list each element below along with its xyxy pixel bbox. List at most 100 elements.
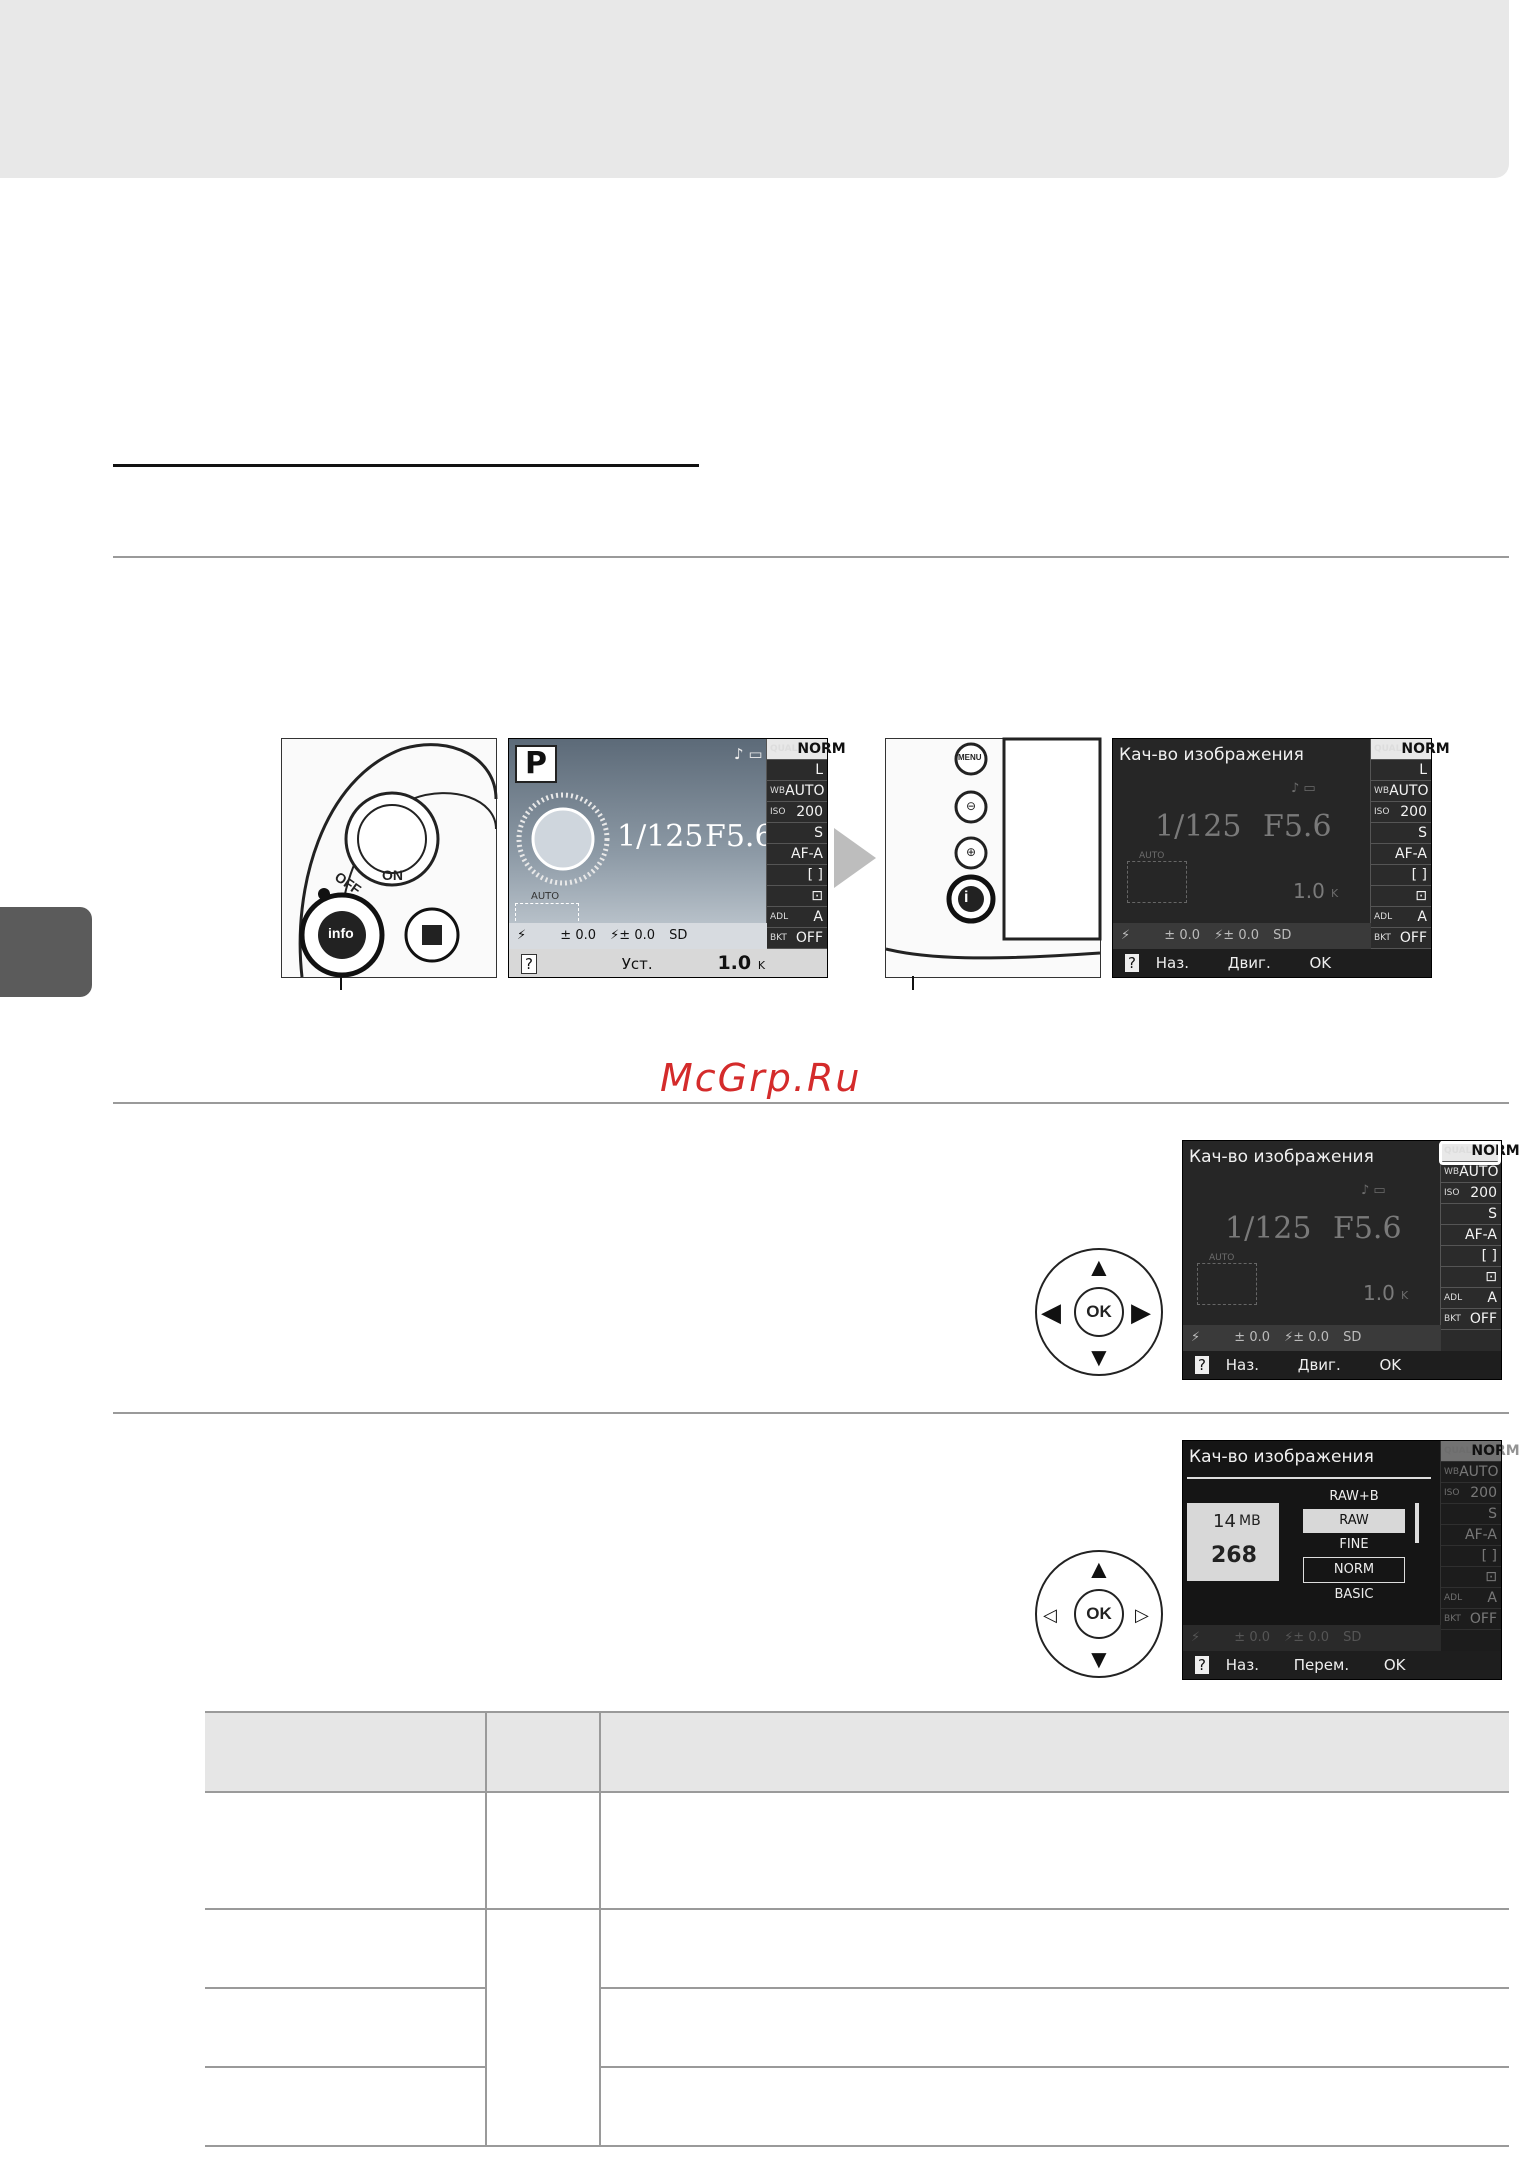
info-button[interactable]: info [328, 925, 354, 941]
lcd-panel-value: 200 [796, 804, 823, 820]
menu-title: Кач-во изображения [1189, 1447, 1374, 1467]
shutter-speed: 1/125 [1155, 809, 1242, 844]
lcd-quality-main-area: Кач-во изображения ♪ ▭ 1/125 F5.6 AUTO 1… [1113, 739, 1371, 949]
step-2-divider [113, 1102, 1509, 1104]
ok-hint: OK [1309, 954, 1332, 972]
lcd-panel-value: S [1488, 1506, 1497, 1522]
file-size-unit: MB [1239, 1513, 1261, 1529]
lcd-panel-value: AF-A [1465, 1227, 1497, 1243]
lcd-panel-value: ⊡ [1485, 1269, 1497, 1285]
battery-icon: ♪ ▭ [1361, 1183, 1386, 1198]
quality-option-item[interactable]: NORM [1303, 1557, 1405, 1583]
quality-option-item[interactable]: BASIC [1334, 1587, 1374, 1602]
lcd-panel-value: AUTO [785, 783, 825, 799]
lcd-panel-row: S [1441, 1204, 1501, 1225]
table-cell [205, 1908, 487, 1989]
af-area-auto-label: AUTO [1139, 851, 1165, 861]
lcd-panel-label: WB [1444, 1467, 1460, 1477]
lcd-panel-label: QUAL [770, 744, 798, 754]
lcd-panel-value: OFF [1469, 1311, 1497, 1327]
exposure-comp-value: 0.0 [1249, 1630, 1271, 1645]
lcd-panel-label: BKT [770, 933, 787, 943]
lcd-panel-value: A [813, 909, 823, 925]
chapter-side-tab [0, 907, 92, 997]
lcd-panel-label: QUAL [1374, 744, 1402, 754]
help-icon: ? [521, 954, 537, 974]
help-icon: ? [1125, 954, 1139, 972]
file-size-box: 14 MB 268 [1187, 1503, 1279, 1581]
lcd-panel-label: ISO [1374, 807, 1390, 817]
selector-left-arrow-icon: ◀ [1041, 1297, 1061, 1327]
remaining-exposures: 1.0 [1363, 1281, 1395, 1305]
step-1-divider [113, 556, 1509, 558]
lcd-options-main-area: Кач-во изображения 14 MB 268 RAW+B RAW FIN… [1183, 1441, 1441, 1651]
shutter-speed: 1/125 [617, 819, 704, 854]
remaining-exposures: 1.0 [1293, 879, 1325, 903]
lcd-panel-row: ⊡ [1441, 1267, 1501, 1288]
ok-button[interactable]: OK [1074, 1589, 1124, 1639]
move-hint: Перем. [1293, 1656, 1350, 1674]
menu-button[interactable]: MENU [958, 753, 982, 762]
lcd-panel-row: [ ] [767, 865, 827, 886]
flash-comp-icon: ⚡± [610, 928, 631, 943]
lcd-panel-value: AUTO [1459, 1464, 1499, 1480]
table-cell [205, 1791, 487, 1910]
lcd-panel-label: BKT [1444, 1614, 1461, 1624]
lcd-panel-row: AF-A [1441, 1525, 1501, 1546]
picture-control-value: SD [1343, 1630, 1362, 1645]
lcd-panel-value: NORM [1401, 741, 1450, 757]
exposure-comp-value: 0.0 [575, 928, 597, 943]
lcd-panel-value: AF-A [791, 846, 823, 862]
selector-up-arrow-icon: ▲ [1086, 1554, 1112, 1584]
flash-comp-icon: ⚡± [1214, 928, 1235, 943]
back-hint: Наз. [1155, 954, 1189, 972]
info-edit-button-icon[interactable]: i [964, 889, 969, 906]
title-underline [1187, 1477, 1431, 1479]
lcd-panel-value: L [1419, 762, 1427, 778]
lcd-panel-value: AUTO [1459, 1164, 1499, 1180]
remaining-unit: K [1401, 1289, 1409, 1302]
quality-option-item[interactable]: RAW [1303, 1509, 1405, 1533]
menu-title: Кач-во изображения [1119, 745, 1304, 765]
quality-option-item[interactable]: RAW+B [1329, 1489, 1379, 1504]
table-cell [600, 1791, 1509, 1910]
flash-comp-value: 0.0 [1238, 928, 1260, 943]
lcd-panel-value: S [1418, 825, 1427, 841]
table-row [205, 1908, 1509, 2147]
lcd-panel-value: L [815, 762, 823, 778]
camera-dial-drawing [298, 743, 498, 978]
picture-control-value: SD [1273, 928, 1292, 943]
menu-title: Кач-во изображения [1189, 1147, 1374, 1167]
lcd-quality-footer: ? Наз. Двиг. OK [1113, 949, 1431, 977]
flash-comp-icon: ⚡± [1284, 1630, 1305, 1645]
flash-icon: ⚡ [1121, 928, 1131, 943]
lcd-panel-label: ISO [1444, 1188, 1460, 1198]
move-hint: Двиг. [1227, 954, 1271, 972]
table-cell [486, 1908, 601, 2147]
selector-down-arrow-icon: ▼ [1086, 1342, 1112, 1372]
lcd-panel-row: [ ] [1441, 1546, 1501, 1567]
lcd-panel-value: NORM [797, 741, 846, 757]
lcd-highlight-main-area: Кач-во изображения ♪ ▭ 1/125 F5.6 AUTO 1… [1183, 1141, 1441, 1351]
multi-selector-up-down: ▲ ▼ ◁ ▷ OK [1035, 1550, 1163, 1678]
zoom-out-button-icon[interactable]: ⊖ [966, 799, 977, 813]
quality-option-item[interactable]: FINE [1339, 1537, 1369, 1552]
ok-button[interactable]: OK [1074, 1287, 1124, 1337]
info-edit-callout-line [912, 976, 914, 990]
selector-down-arrow-icon: ▼ [1086, 1644, 1112, 1674]
list-scrollbar[interactable] [1415, 1503, 1419, 1543]
flash-comp-value: 0.0 [1308, 1630, 1330, 1645]
selector-right-arrow-icon: ▶ [1131, 1297, 1151, 1327]
flash-comp-icon: ⚡± [1284, 1330, 1305, 1345]
table-cell [205, 2066, 487, 2147]
flash-comp-value: 0.0 [634, 928, 656, 943]
zoom-in-button-icon[interactable]: ⊕ [966, 845, 977, 859]
lcd-quality-selection-display: Кач-во изображения ♪ ▭ 1/125 F5.6 AUTO 1… [1112, 738, 1450, 978]
